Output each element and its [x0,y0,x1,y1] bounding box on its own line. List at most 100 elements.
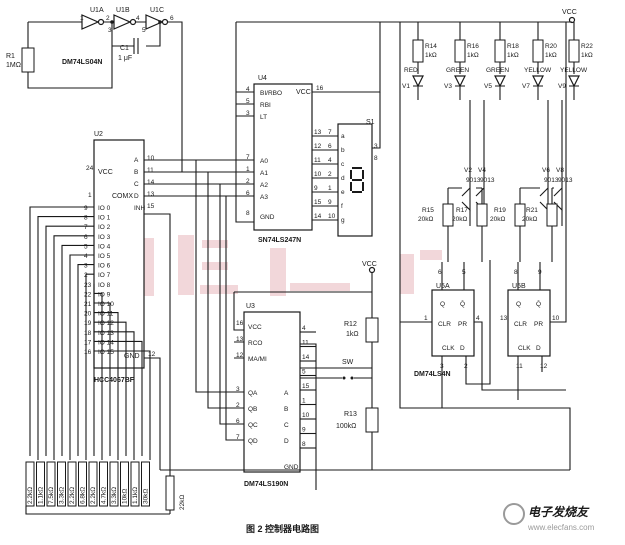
led-color-label: YELLOW [560,67,588,74]
u2-io-pin-number: 18 [84,330,92,337]
r1-resistor [21,47,35,73]
u3-pin-number: 16 [236,320,244,327]
transistor-type: 9013 [466,177,481,184]
led-stages: R141kΩREDV1R161kΩGREENV3R181kΩGREENV5R20… [402,22,593,262]
u2-io-wire [53,235,94,460]
u2-ctrl-pin-number: 14 [147,179,155,186]
u3-right-pin-number: 8 [302,441,306,448]
ladder-last-value: 22kΩ [179,495,186,510]
display-ref: S1 [366,119,375,126]
base-resistor-wire [447,187,462,262]
led-resistor-ref: R18 [507,43,519,50]
u4-name: SN74LS247N [258,237,301,244]
base-resistor [442,203,454,227]
u3-right-label: D [284,438,289,445]
u4-pin-number: 6 [246,190,250,197]
ladder-resistor-value: 3.3kΩ [59,487,66,504]
u2-io-wire [94,350,151,460]
u4-vcc: VCC [296,89,311,96]
u2-io-label: IO 0 [98,205,111,212]
ladder-resistor [67,461,77,507]
inverter-u1b [113,14,132,30]
led-resistor [454,39,466,63]
r12-resistor [365,317,379,343]
base-resistor-ref: R19 [494,207,506,214]
transistor-type: 9013 [544,177,559,184]
watermark-blocks [140,235,442,296]
inverter-u1c [145,14,164,30]
led-wire [495,85,505,100]
u2-io-wire [85,273,94,460]
flipflop-pin-label: Q̄ [460,300,465,308]
u2-io-wire [94,312,119,460]
logo-icon [503,503,525,525]
u2-io-label: IO 6 [98,263,111,270]
led-icon [494,75,506,88]
logo-site: www.elecfans.com [527,523,595,532]
ladder-resistor-value: 7.5kΩ [48,487,55,504]
u3-right-pin-number: 9 [302,427,306,434]
u4-pin-label: LT [260,114,267,121]
led-resistor-value: 1kΩ [425,52,437,59]
u2-io-label: IO 7 [98,272,111,279]
u4-pin-number: 8 [246,210,250,217]
u2-io-wire [45,225,94,456]
flipflop-output-wire [517,262,541,290]
u3-pin-number: 3 [236,386,240,393]
led-resistor-ref: R22 [581,43,593,50]
u4-pin-number: 7 [246,154,250,161]
ladder-resistor [36,461,45,507]
c1-value: 1 μF [118,55,132,62]
led-ref: V9 [558,83,566,90]
u2-io-pin-number: 5 [84,243,88,250]
led-icon [454,75,466,88]
led-resistor [494,39,506,63]
u2-io-pin-number: 3 [84,263,88,270]
flipflop-pin-number: 4 [476,315,480,322]
u3-name: DM74LS190N [244,481,288,488]
transistor-wire [553,100,563,212]
u2-io-label: IO 5 [98,253,111,260]
reset-network: VCC R12 1kΩ R13 100kΩ SW [300,261,379,471]
u4-output-pin-number: 10 [314,171,322,178]
ladder-resistor [120,461,129,507]
u4-output-pin-number: 14 [314,213,322,220]
led-ref: V7 [522,83,530,90]
base-resistor-ref: R17 [456,207,468,214]
u2-vcc: VCC [98,169,113,176]
logo-text: 电子发烧友 [528,505,590,519]
u2-comx: COMX [112,193,133,200]
led-resistor-value: 1kΩ [581,52,593,59]
base-resistor [476,203,488,227]
flipflop-pin-label: CLR [438,321,451,328]
flipflop-pin-label: CLR [514,321,527,328]
u3-pin-label: QD [248,438,258,445]
led-icon [412,75,424,88]
u2-io-label: IO 8 [98,282,111,289]
base-resistor-value: 20kΩ [522,216,537,223]
u5a-flipflop [431,289,475,357]
display-pin-number: 1 [328,185,332,192]
led-resistor-ref: R14 [425,43,437,50]
u2-io-pin-number: 6 [84,234,88,241]
pin-label: 3 [108,27,112,34]
u4-ref: U4 [258,75,267,82]
u2-io-pin-number: 19 [84,320,92,327]
flipflop-pin-number: 10 [552,315,560,322]
u4-pin-label: BI/RBO [260,90,282,97]
base-resistor-value: 20kΩ [418,216,433,223]
oscillator: U1A U1B U1C 1 2 3 4 5 6 DM74LS04N R1 1MΩ… [6,7,183,173]
u2-io-wire [94,292,103,460]
u2-ctrl-label: B [134,169,138,176]
display-com-pin: 3 [374,143,378,150]
display-pin-number: 4 [328,157,332,164]
u5b-flipflop [507,289,551,357]
flipflop-output-wire [441,262,465,290]
led-icon [532,75,544,88]
display-pin-number: 9 [328,199,332,206]
pin-label: 4 [136,15,140,22]
